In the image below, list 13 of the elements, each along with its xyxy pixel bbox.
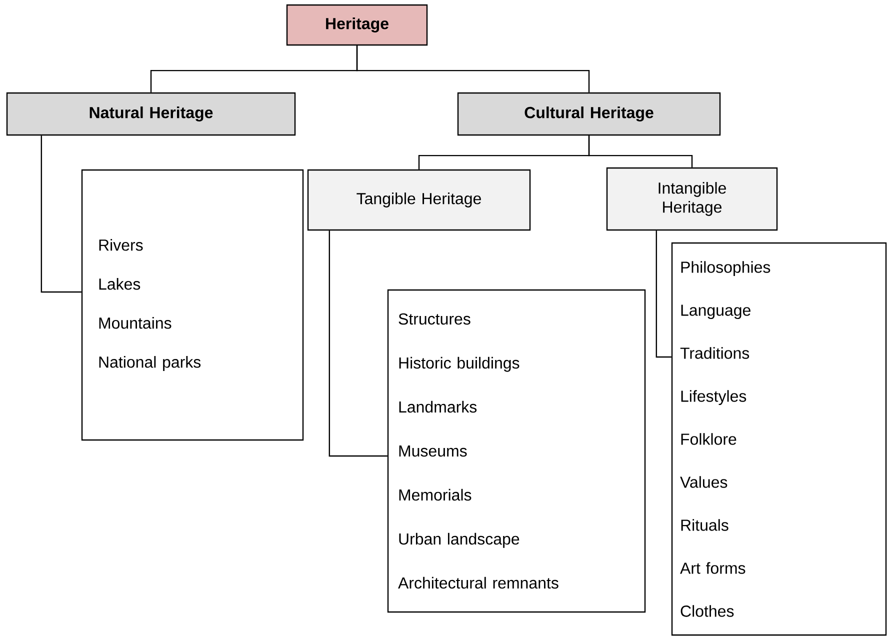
category-box: Intangible Heritage xyxy=(606,167,778,231)
connector-line xyxy=(356,46,590,92)
category-box: Tangible Heritage xyxy=(307,169,531,231)
connector-line xyxy=(656,230,672,358)
heading-box: Heritage xyxy=(286,4,428,46)
heading-box: Cultural Heritage xyxy=(457,92,721,136)
list-box: Rivers Lakes Mountains National parks xyxy=(81,169,304,441)
list-box: Philosophies Language Traditions Lifestyles Folklore Values Rituals Art forms Clothes xyxy=(671,242,887,636)
connector-line xyxy=(40,136,82,293)
list-box: Structures Historic buildings Landmarks Museums Memorials Urban landscape Architectural remnants xyxy=(387,289,646,613)
heading-box: Natural Heritage xyxy=(6,92,296,136)
connector-line xyxy=(588,136,693,168)
connector-line xyxy=(328,230,388,457)
